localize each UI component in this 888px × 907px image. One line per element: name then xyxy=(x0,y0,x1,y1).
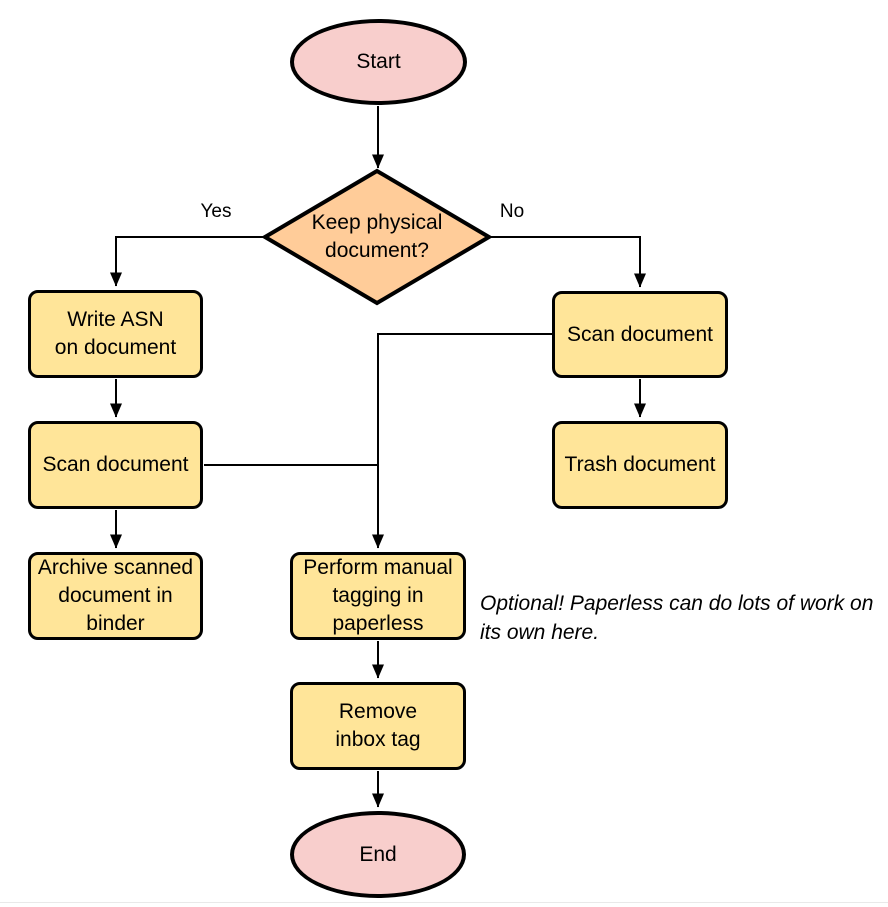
node-label-scan-document-left: Scan document xyxy=(42,453,189,477)
edge-label-yes: Yes xyxy=(200,201,232,222)
node-label-manual-tagging: Perform manual tagging in paperless xyxy=(303,556,453,635)
flowchart-node-archive-binder: Archive scanned document in binder xyxy=(28,552,203,640)
edge-decision-no-to-scan-right xyxy=(487,236,646,288)
node-label-end: End xyxy=(359,842,397,866)
flowchart-node-scan-document-left: Scan document xyxy=(28,421,203,509)
flowchart-node-manual-tagging: Perform manual tagging in paperless xyxy=(290,552,466,640)
flowchart-node-scan-document-right: Scan document xyxy=(552,291,728,378)
bottom-divider xyxy=(0,902,888,903)
decision-diamond-shape xyxy=(261,168,493,306)
edge-scan-right-to-tagging xyxy=(372,333,552,549)
node-label-trash-document: Trash document xyxy=(564,453,716,477)
annotation-optional-note: Optional! Paperless can do lots of work … xyxy=(480,592,874,644)
flowchart-node-write-asn: Write ASN on document xyxy=(28,290,203,378)
flowchart-node-start: Start xyxy=(290,19,467,105)
flowchart-node-end: End xyxy=(290,811,466,898)
node-label-start: Start xyxy=(356,50,401,74)
node-label-write-asn: Write ASN on document xyxy=(54,308,177,359)
node-label-scan-document-right: Scan document xyxy=(567,322,713,346)
edge-decision-yes-to-write-asn xyxy=(110,236,267,287)
flowchart-node-trash-document: Trash document xyxy=(552,421,728,509)
node-label-archive-binder: Archive scanned document in binder xyxy=(37,556,194,635)
flowchart-node-remove-inbox-tag: Remove inbox tag xyxy=(290,682,466,770)
node-label-remove-inbox-tag: Remove inbox tag xyxy=(335,700,421,751)
edge-label-no: No xyxy=(499,201,525,222)
node-label-decision: Keep physical document? xyxy=(311,211,443,262)
